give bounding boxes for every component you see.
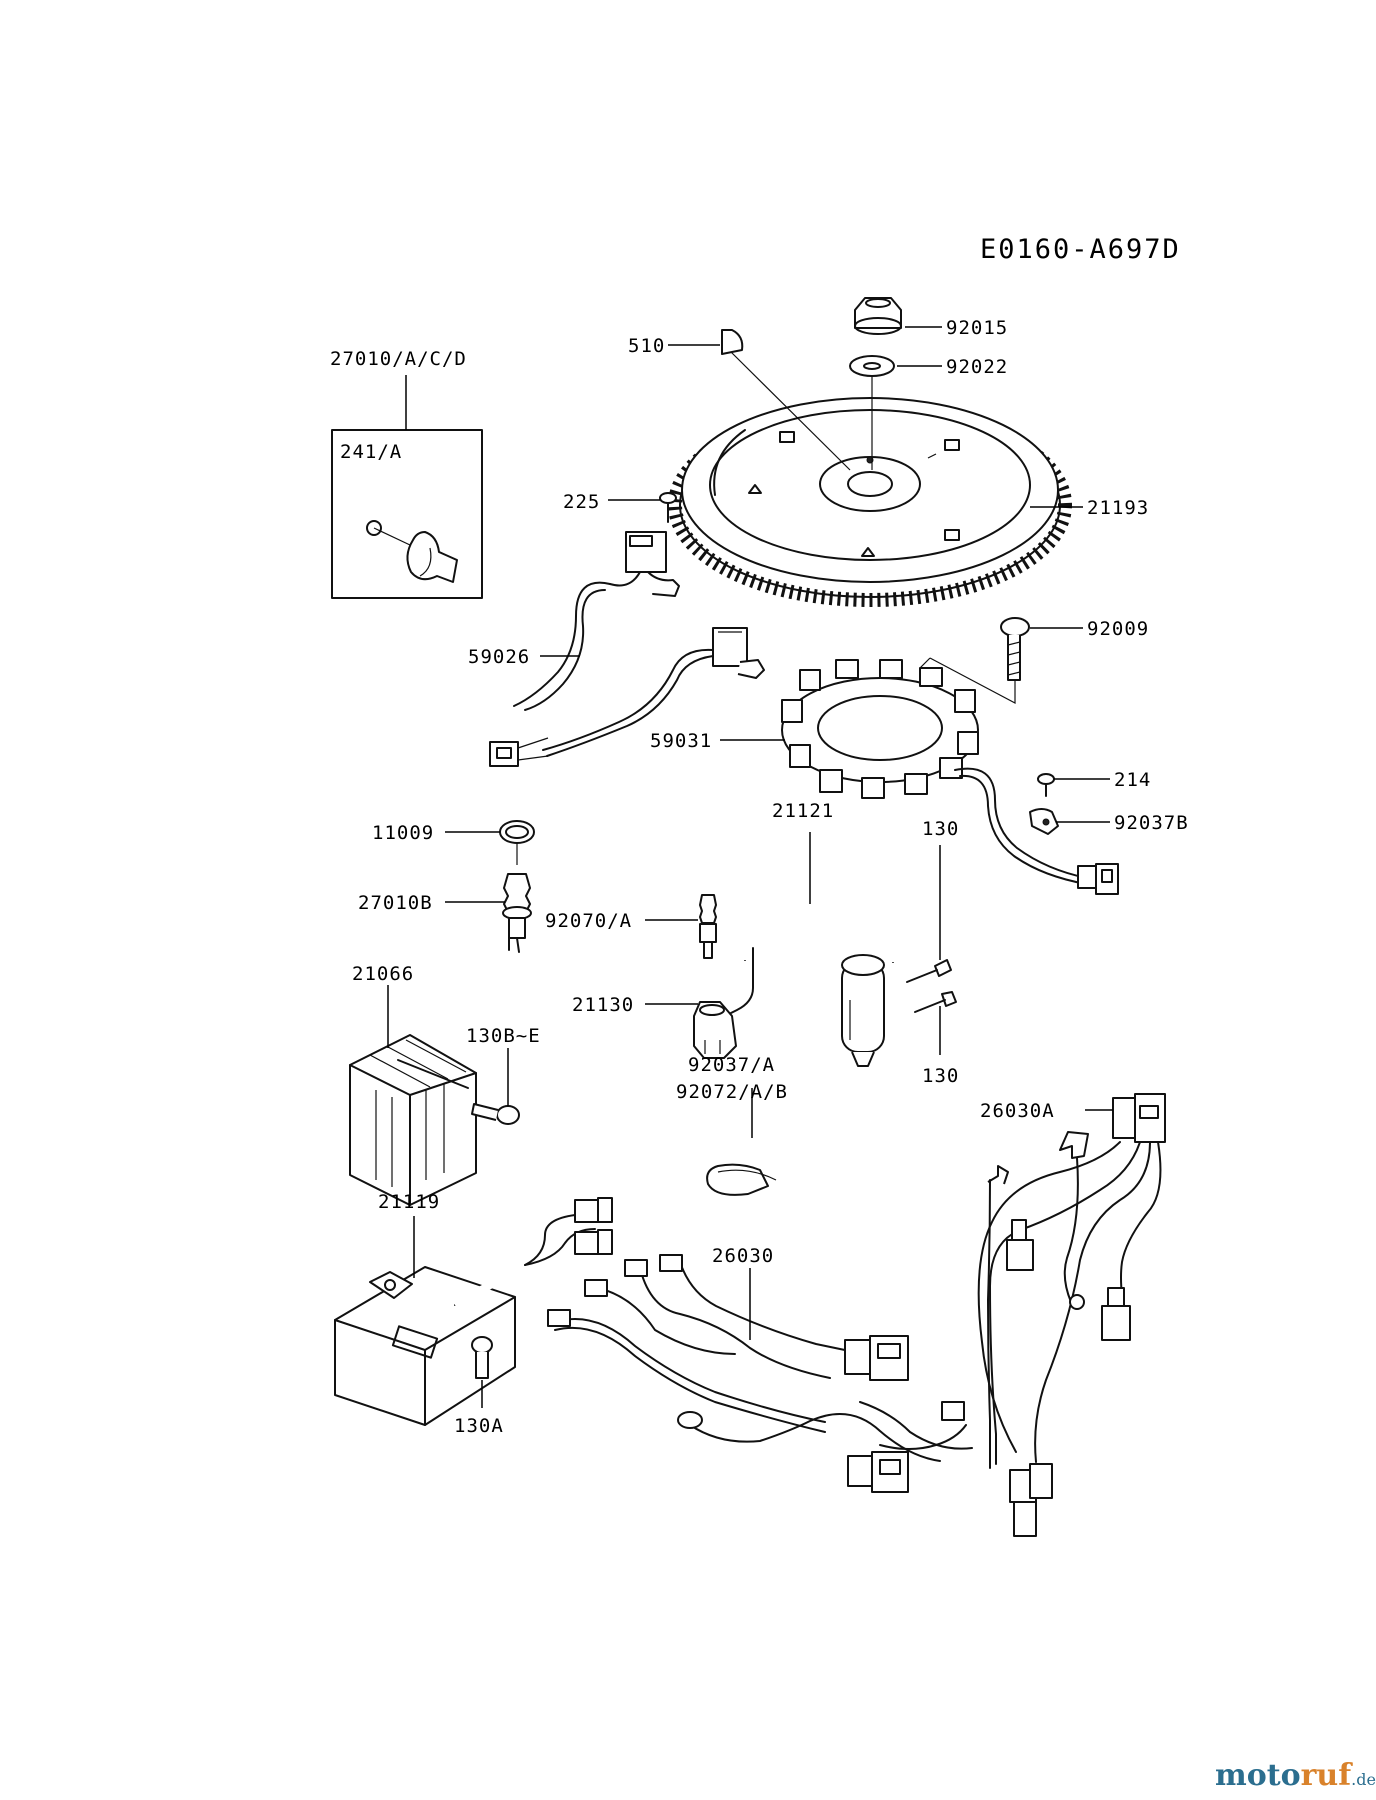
cdi-unit-21119[interactable] bbox=[334, 1197, 613, 1426]
bolt-130-upper[interactable] bbox=[906, 959, 952, 983]
spark-plug-box bbox=[331, 375, 483, 599]
label-92015: 92015 bbox=[946, 317, 1008, 339]
plug-cap-21130[interactable] bbox=[693, 1001, 737, 1059]
bolt-130-lower[interactable] bbox=[914, 991, 957, 1013]
stator-59031[interactable] bbox=[781, 659, 1119, 895]
band-92037a[interactable] bbox=[706, 1163, 777, 1196]
label-27010b: 27010B bbox=[358, 892, 433, 914]
label-92037a: 92037/A bbox=[688, 1054, 775, 1076]
label-130-bottom: 130 bbox=[922, 1065, 959, 1087]
label-92022: 92022 bbox=[946, 356, 1008, 378]
label-59026: 59026 bbox=[468, 646, 530, 668]
label-92070a: 92070/A bbox=[545, 910, 632, 932]
diagram-code: E0160-A697D bbox=[980, 234, 1181, 265]
leader-lines bbox=[387, 326, 1113, 1408]
label-92037b: 92037B bbox=[1114, 812, 1189, 834]
label-21130: 21130 bbox=[572, 994, 634, 1016]
label-130-top: 130 bbox=[922, 818, 959, 840]
bolt-130b-e[interactable] bbox=[471, 1103, 520, 1125]
solenoid-92070a[interactable] bbox=[699, 894, 717, 959]
nut-92015[interactable] bbox=[854, 297, 902, 335]
label-11009: 11009 bbox=[372, 822, 434, 844]
switch-27010b[interactable] bbox=[502, 873, 532, 953]
label-21121: 21121 bbox=[772, 800, 834, 822]
svg-text:motoruf.de: motoruf.de bbox=[1215, 1758, 1376, 1793]
wire-harness-26030[interactable] bbox=[547, 1254, 973, 1493]
label-27010acd: 27010/A/C/D bbox=[330, 348, 467, 370]
bolt-130a[interactable] bbox=[471, 1336, 493, 1379]
washer-92022[interactable] bbox=[849, 355, 895, 470]
label-130a: 130A bbox=[454, 1415, 504, 1437]
watermark-logo: motoruf.de bbox=[1215, 1758, 1376, 1793]
watermark-part1: moto bbox=[1215, 1758, 1301, 1793]
flywheel-21193[interactable] bbox=[668, 397, 1072, 607]
label-510: 510 bbox=[628, 335, 665, 357]
part-labels: 510 92015 92022 27010/A/C/D 241/A 225 21… bbox=[330, 317, 1189, 1437]
label-225: 225 bbox=[563, 491, 600, 513]
label-26030: 26030 bbox=[712, 1245, 774, 1267]
o-ring-11009[interactable] bbox=[499, 820, 535, 865]
ignition-coil-21121[interactable] bbox=[716, 900, 897, 1067]
watermark-suffix: .de bbox=[1351, 1770, 1376, 1789]
bolt-214[interactable] bbox=[1037, 773, 1055, 797]
bolt-225[interactable] bbox=[659, 492, 677, 523]
clamp-92037b[interactable] bbox=[1029, 808, 1059, 835]
label-26030a: 26030A bbox=[980, 1100, 1055, 1122]
pulser-coil-59026[interactable] bbox=[489, 531, 765, 767]
watermark-part2: ruf bbox=[1301, 1758, 1354, 1793]
wire-harness-26030a[interactable] bbox=[977, 1093, 1166, 1537]
bolt-92009[interactable] bbox=[1000, 617, 1030, 681]
regulator-21066[interactable] bbox=[349, 1034, 477, 1206]
label-130be: 130B~E bbox=[466, 1025, 541, 1047]
label-214: 214 bbox=[1114, 769, 1151, 791]
label-21119: 21119 bbox=[378, 1191, 440, 1213]
key-510[interactable] bbox=[721, 329, 851, 471]
label-59031: 59031 bbox=[650, 730, 712, 752]
label-241a: 241/A bbox=[340, 441, 402, 463]
label-92072ab: 92072/A/B bbox=[676, 1081, 788, 1103]
label-21066: 21066 bbox=[352, 963, 414, 985]
label-92009: 92009 bbox=[1087, 618, 1149, 640]
label-21193: 21193 bbox=[1087, 497, 1149, 519]
